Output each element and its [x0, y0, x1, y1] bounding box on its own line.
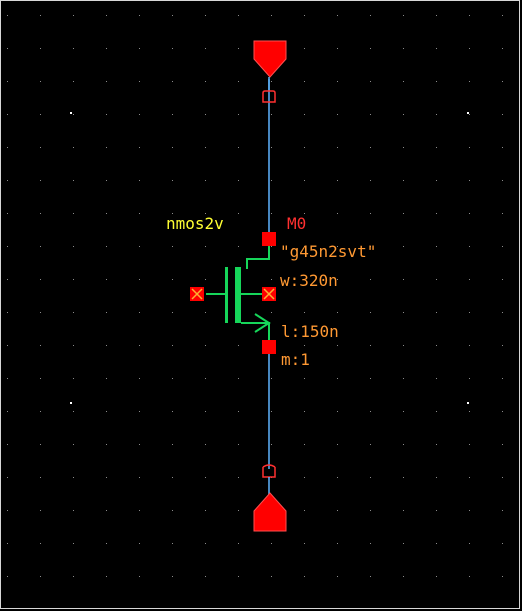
model-label: "g45n2svt"	[280, 242, 376, 261]
source-arrow	[254, 313, 271, 333]
pin-top-connection-icon[interactable]	[262, 90, 276, 103]
gate-bar	[225, 267, 228, 323]
cell-name-label: nmos2v	[166, 214, 224, 233]
multiplier-label: m:1	[281, 350, 310, 369]
channel-bar	[235, 267, 241, 323]
up-arrow-pin-icon[interactable]	[253, 492, 287, 532]
nmos-transistor-icon[interactable]	[190, 232, 276, 354]
source-terminal[interactable]	[262, 340, 276, 354]
pin-bottom[interactable]	[253, 464, 287, 532]
width-label: w:320n	[280, 271, 338, 290]
drain-lead	[246, 246, 270, 269]
down-arrow-pin-icon[interactable]	[253, 40, 287, 78]
drain-terminal[interactable]	[262, 232, 276, 246]
gate-terminal-x-icon[interactable]	[190, 287, 204, 301]
instance-name-label[interactable]: M0	[287, 214, 306, 233]
length-label: l:150n	[281, 322, 339, 341]
grid-dots	[7, 15, 503, 577]
body-terminal-x-icon[interactable]	[262, 287, 276, 301]
pin-top[interactable]	[253, 40, 287, 103]
